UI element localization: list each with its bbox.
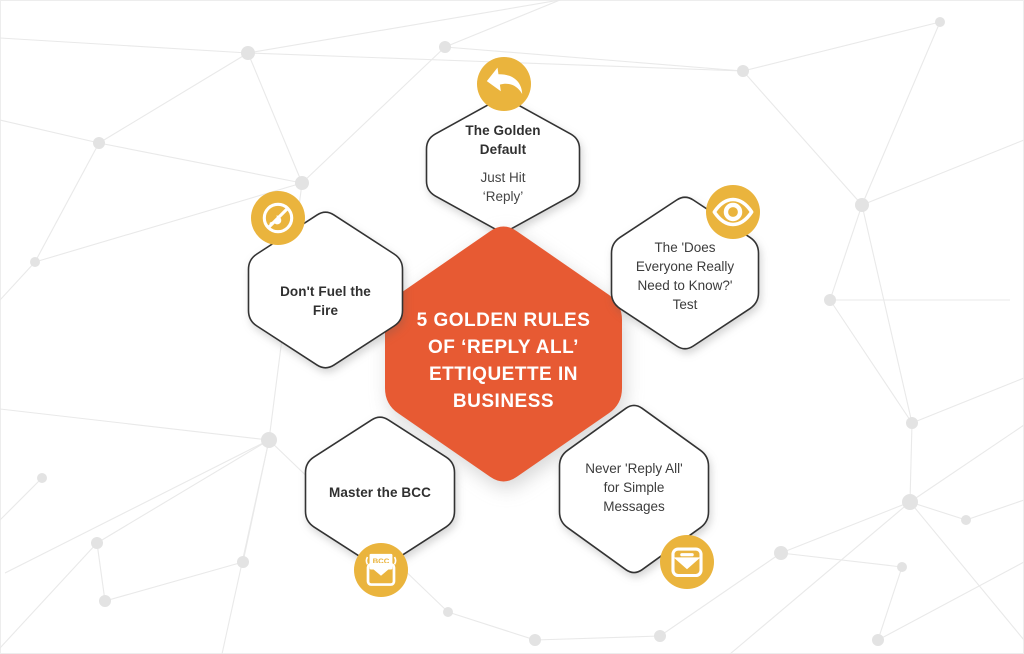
hexagon-shape: [247, 211, 404, 369]
eye-icon: [706, 185, 760, 239]
bcc-envelope-icon: BCC: [354, 543, 408, 597]
bcc-label: BCC: [373, 556, 390, 565]
hexagon-shape: [425, 98, 581, 232]
open-envelope-icon: [660, 535, 714, 589]
hexagon-rule-golden-default: The Golden Default Just Hit ‘Reply’: [425, 95, 581, 235]
hexagon-shape: [558, 404, 710, 574]
reply-arrow-icon: [477, 57, 531, 111]
hexagon-shape: [385, 226, 622, 482]
no-fire-icon: [251, 191, 305, 245]
